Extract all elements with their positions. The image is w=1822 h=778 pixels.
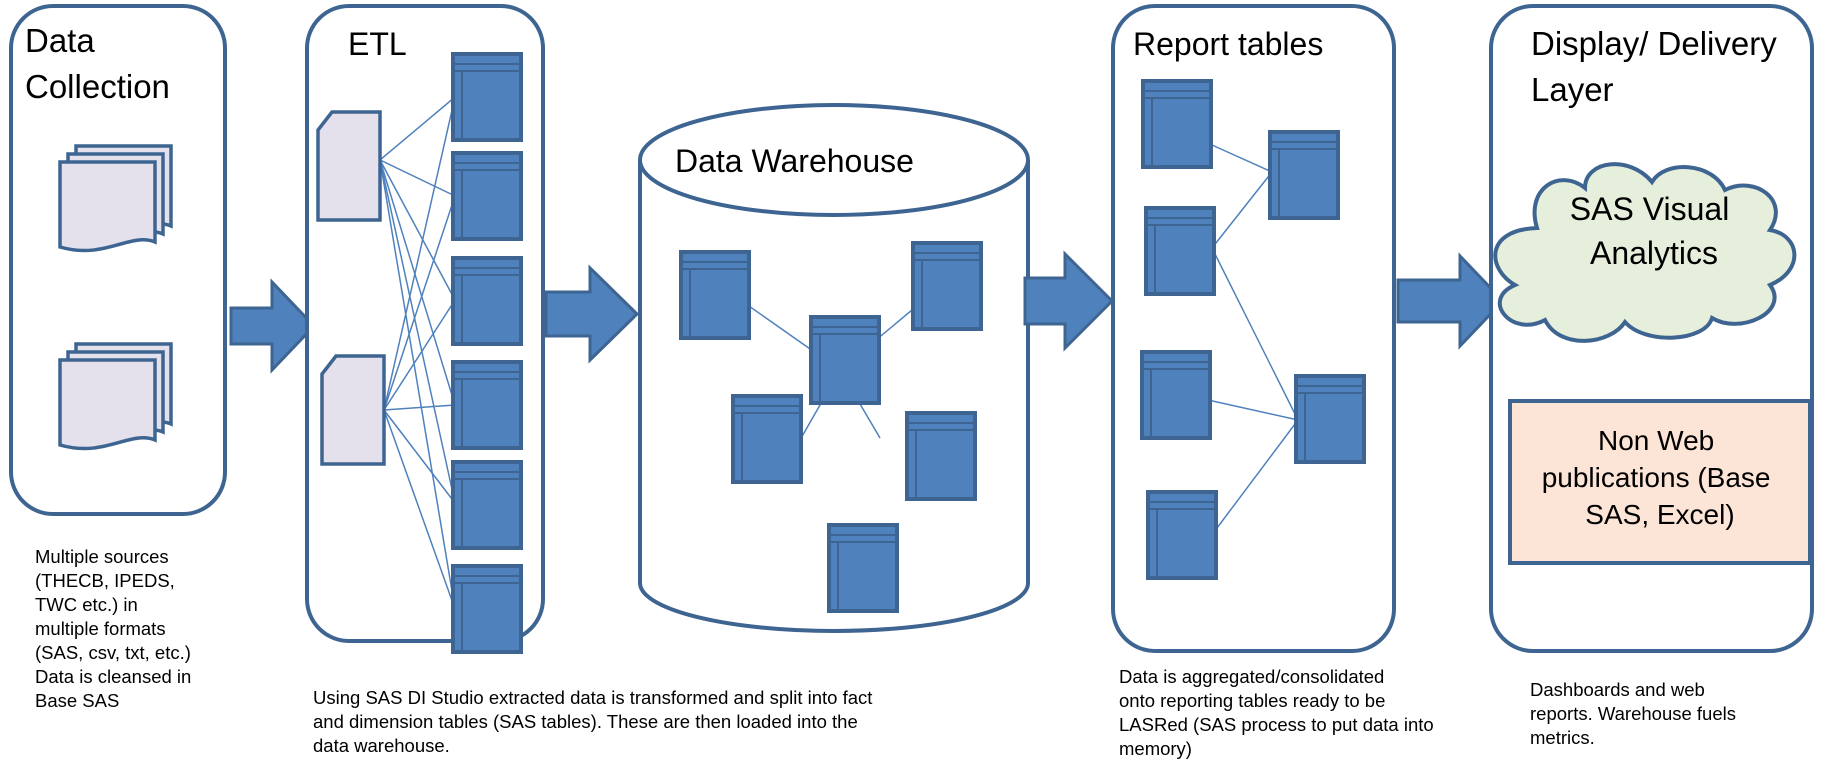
table-icon	[1140, 350, 1212, 440]
sas-visual-analytics-label: SAS Visual Analytics	[1570, 191, 1738, 271]
data-warehouse-title: Data Warehouse	[675, 143, 914, 179]
flow-arrow-icon	[1023, 250, 1115, 352]
caption-line: onto reporting tables ready to be	[1119, 690, 1386, 711]
flow-arrow-icon	[229, 278, 317, 374]
caption-line: Multiple sources	[35, 546, 169, 567]
non-web-publications-label: Non Web publications (Base SAS, Excel)	[1542, 425, 1779, 530]
report-tables-title: Report tables	[1133, 26, 1323, 62]
caption-line: TWC etc.) in	[35, 594, 138, 615]
caption-line: reports. Warehouse fuels	[1530, 703, 1736, 724]
extract-file-icon	[320, 354, 386, 466]
caption-line: data warehouse.	[313, 735, 450, 756]
source-files-icon	[60, 344, 171, 449]
caption-line: Base SAS	[35, 690, 120, 711]
table-icon	[451, 564, 523, 654]
table-icon	[1294, 374, 1366, 464]
etl-title: ETL	[348, 26, 407, 62]
flow-arrow-icon	[544, 264, 640, 364]
table-icon	[679, 250, 751, 340]
table-icon	[451, 460, 523, 550]
sas-visual-analytics-cloud-icon	[1493, 162, 1797, 343]
table-icon	[809, 315, 881, 405]
table-icon	[911, 241, 983, 331]
source-files-icon	[60, 146, 171, 251]
report-connectors	[1207, 144, 1299, 533]
caption-line: LASRed (SAS process to put data into	[1119, 714, 1434, 735]
table-icon	[451, 151, 523, 241]
data-collection-title: Data Collection	[25, 22, 170, 105]
flow-arrow-icon	[1396, 252, 1506, 350]
caption-line: Using SAS DI Studio extracted data is tr…	[313, 687, 873, 708]
caption-line: Data is aggregated/consolidated	[1119, 666, 1385, 687]
extract-file-icon	[316, 110, 382, 222]
table-icon	[1268, 130, 1340, 220]
table-icon	[1146, 490, 1218, 580]
report-tables-stage: Report tables	[1111, 4, 1396, 653]
data-collection-caption: Multiple sources (THECB, IPEDS, TWC etc.…	[35, 545, 191, 713]
display-caption: Dashboards and web reports. Warehouse fu…	[1530, 678, 1736, 750]
etl-stage: ETL	[305, 4, 545, 654]
table-icon	[451, 52, 523, 142]
caption-line: Dashboards and web	[1530, 679, 1705, 700]
report-tables-caption: Data is aggregated/consolidated onto rep…	[1119, 665, 1434, 761]
table-icon	[1141, 79, 1213, 169]
table-icon	[451, 256, 523, 346]
caption-line: (SAS, csv, txt, etc.)	[35, 642, 191, 663]
etl-connectors	[379, 96, 456, 610]
caption-line: metrics.	[1530, 727, 1595, 748]
caption-line: Data is cleansed in	[35, 666, 192, 687]
table-icon	[1144, 206, 1216, 296]
table-icon	[451, 360, 523, 450]
non-web-publications-box	[1508, 399, 1812, 565]
caption-line: multiple formats	[35, 618, 166, 639]
caption-line: and dimension tables (SAS tables). These…	[313, 711, 858, 732]
warehouse-cylinder-top	[638, 103, 1030, 217]
display-delivery-title: Display/ Delivery Layer	[1531, 25, 1786, 108]
display-delivery-stage: Display/ Delivery Layer SAS Visual Analy…	[1489, 4, 1814, 653]
table-icon	[827, 523, 899, 613]
caption-line: (THECB, IPEDS,	[35, 570, 175, 591]
table-icon	[731, 394, 803, 484]
etl-caption: Using SAS DI Studio extracted data is tr…	[313, 686, 872, 758]
data-warehouse-stage: Data Warehouse	[638, 103, 1030, 633]
data-collection-stage: Data Collection	[9, 4, 227, 516]
table-icon	[905, 411, 977, 501]
caption-line: memory)	[1119, 738, 1192, 759]
